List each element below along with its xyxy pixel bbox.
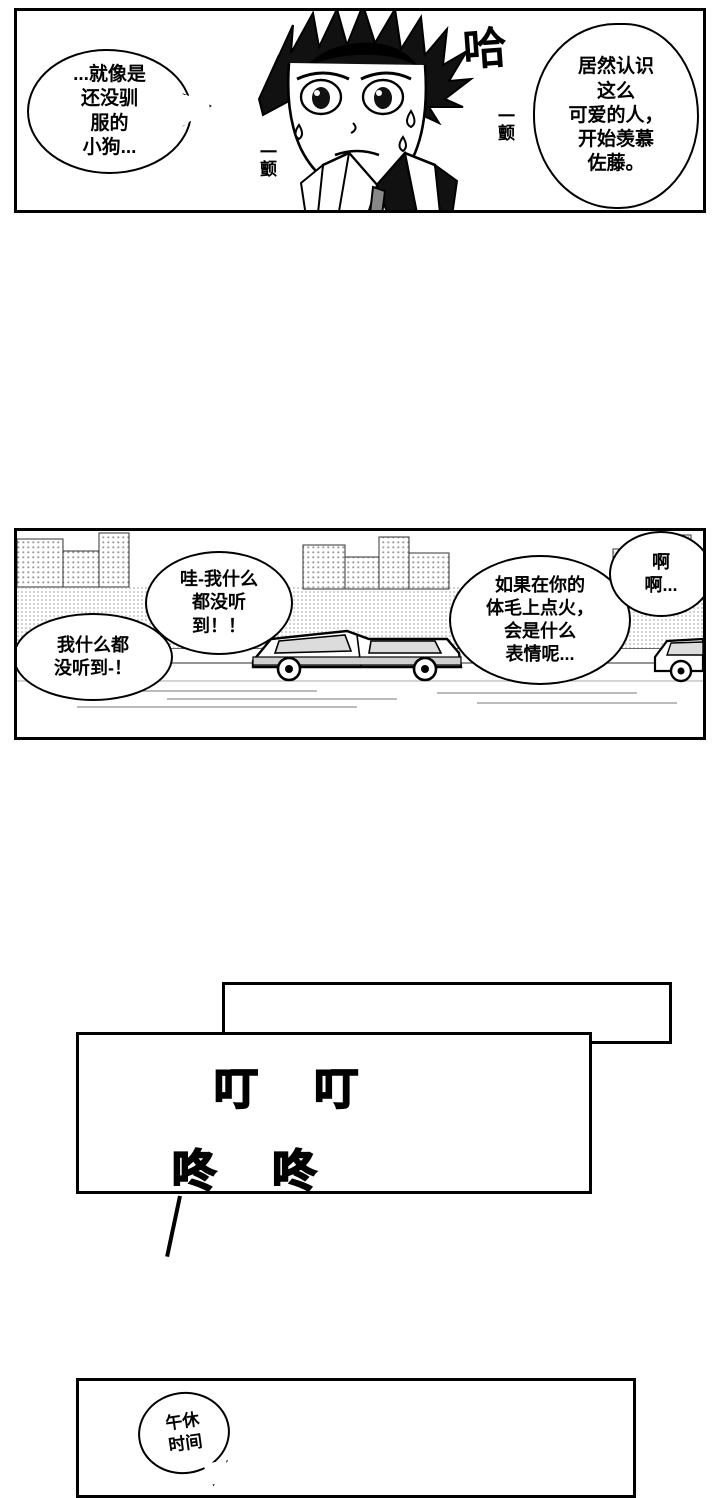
comic-panel-3-door: [76, 1032, 592, 1194]
bubble-fire-question-text: 如果在你的 体毛上点火， 会是什么 表情呢...: [486, 574, 594, 665]
sfx-tremble-right: 一颤: [495, 107, 514, 141]
bubble-lunch-break-text: 午休 时间: [164, 1410, 204, 1456]
bubble-wow-nothing-heard-text: 哇-我什么 都没听 到！！: [180, 569, 258, 636]
bubble-wow-nothing-heard: 哇-我什么 都没听 到！！: [145, 551, 293, 655]
sfx-knock-tail: [165, 1195, 182, 1258]
character-face: [279, 49, 429, 193]
sfx-tremble-left: 一颤: [257, 143, 276, 177]
bubble-sato-text: 居然认识 这么 可爱的人， 开始羡慕 佐藤。: [568, 56, 664, 175]
bubble-sato: 居然认识 这么 可爱的人， 开始羡慕 佐藤。: [533, 23, 699, 209]
comic-panel-1: 一颤 一颤 哈 ...就像是 还没驯 服的 小狗... 居然认识 这么 可爱的人…: [14, 8, 706, 213]
bubble-fire-question: 如果在你的 体毛上点火， 会是什么 表情呢...: [449, 555, 631, 685]
sfx-knock-dong: 咚 咚: [171, 1146, 339, 1197]
bubble-nothing-heard-1-text: 我什么都 没听到-！: [54, 634, 132, 678]
comic-panel-2: 我什么都 没听到-！ 哇-我什么 都没听 到！！ 如果在你的 体毛上点火， 会是…: [14, 528, 706, 740]
bubble-dog: ...就像是 还没驯 服的 小狗...: [27, 49, 192, 174]
bubble-ah-text: 啊 啊...: [644, 551, 678, 595]
sfx-ha: 哈: [461, 23, 507, 76]
character-suit: [245, 131, 505, 210]
bubble-dog-text: ...就像是 还没驯 服的 小狗...: [73, 63, 146, 158]
bubble-ah: 啊 啊...: [609, 531, 703, 617]
bubble-nothing-heard-1: 我什么都 没听到-！: [17, 613, 173, 701]
sfx-knock-ding: 叮 叮: [213, 1064, 381, 1115]
